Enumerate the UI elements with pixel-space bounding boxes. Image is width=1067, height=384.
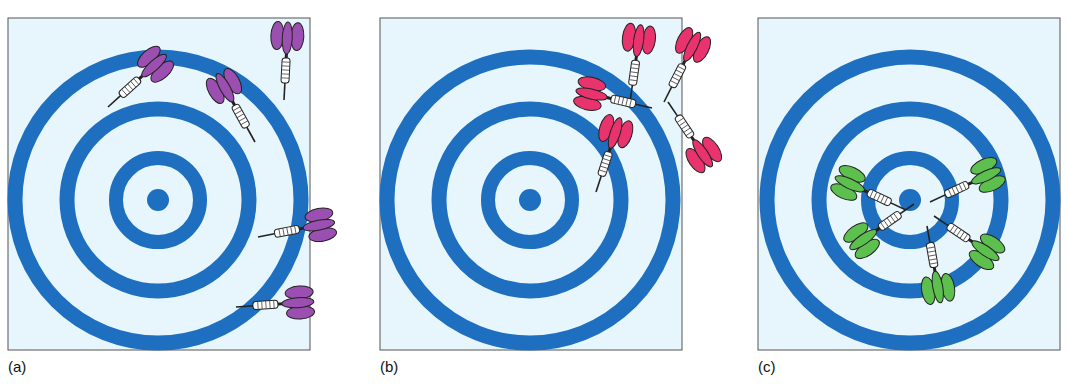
panel-label: (c) [758,358,776,375]
panel-label: (a) [8,358,26,375]
panel-label: (b) [380,358,398,375]
